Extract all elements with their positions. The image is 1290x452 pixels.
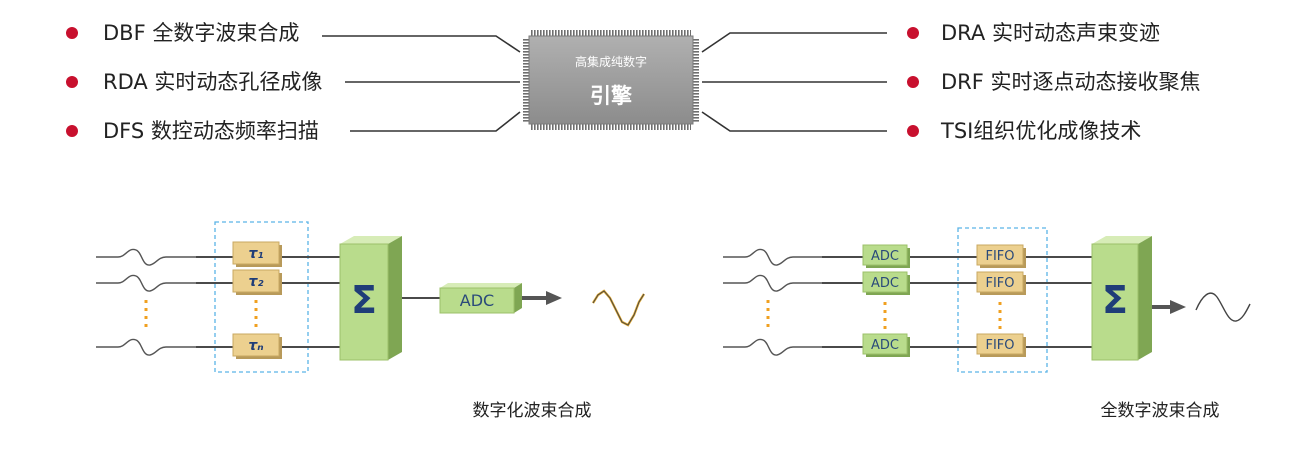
sampled-wave-icon xyxy=(591,289,646,327)
adc-label: ADC xyxy=(871,249,899,264)
delay-label: τ₁ xyxy=(248,246,263,262)
channel-fifo-n: FIFO xyxy=(976,333,1026,357)
delay-box-1: τ₁ xyxy=(232,241,282,267)
delay-box-2: τ₂ xyxy=(232,269,282,295)
right-feature-1: DRA 实时动态声束变迹 xyxy=(907,21,1160,45)
right-feature-3: TSI组织优化成像技术 xyxy=(907,119,1141,143)
left-input-waves xyxy=(96,248,196,356)
channel-fifo-1: FIFO xyxy=(976,244,1026,268)
fifo-label: FIFO xyxy=(985,249,1014,264)
left-diagram: τ₁ τ₂ τₙ Σ ADC xyxy=(96,221,646,421)
right-input-waves xyxy=(723,248,822,356)
chip-pins-top xyxy=(531,30,691,36)
fifo-label: FIFO xyxy=(985,276,1014,291)
channel-adc-1: ADC xyxy=(862,244,910,268)
adc-label: ADC xyxy=(871,338,899,353)
channel-fifo-2: FIFO xyxy=(976,271,1026,295)
delay-label: τₙ xyxy=(248,338,263,354)
wave-icon xyxy=(723,248,822,266)
right-diagram: ADC ADC ADC FIFO FIFO FIFO xyxy=(723,227,1251,421)
bullet-icon xyxy=(66,27,78,39)
left-feature-label: DFS 数控动态频率扫描 xyxy=(103,119,319,143)
right-feature-label: DRA 实时动态声束变迹 xyxy=(941,21,1160,45)
wave-icon xyxy=(723,338,822,356)
channel-adc-n: ADC xyxy=(862,333,910,357)
chip-pins-bottom xyxy=(531,124,691,130)
left-adc-box: ADC xyxy=(439,283,522,314)
connector-line xyxy=(701,32,887,53)
left-feature-list: DBF 全数字波束合成 RDA 实时动态孔径成像 DFS 数控动态频率扫描 xyxy=(66,21,322,143)
right-feature-label: DRF 实时逐点动态接收聚焦 xyxy=(941,70,1201,94)
adc-label: ADC xyxy=(460,291,494,310)
delay-group-box xyxy=(214,221,309,373)
connector-line xyxy=(322,35,521,53)
fifo-group-box xyxy=(957,227,1048,373)
delay-box-n: τₙ xyxy=(232,333,282,359)
wave-icon xyxy=(96,274,196,292)
left-feature-3: DFS 数控动态频率扫描 xyxy=(66,119,319,143)
right-connectors xyxy=(701,32,887,132)
bullet-icon xyxy=(907,125,919,137)
chip-subtitle: 高集成纯数字 xyxy=(575,54,647,69)
connector-line xyxy=(350,111,521,132)
arrow-right-icon xyxy=(1152,300,1186,314)
fifo-label: FIFO xyxy=(985,338,1014,353)
connector-line xyxy=(701,111,887,132)
left-diagram-caption: 数字化波束合成 xyxy=(473,401,592,421)
bullet-icon xyxy=(907,76,919,88)
bullet-icon xyxy=(907,27,919,39)
wave-icon xyxy=(96,248,196,266)
left-feature-label: DBF 全数字波束合成 xyxy=(103,21,299,45)
left-connectors xyxy=(322,35,521,132)
wave-icon xyxy=(96,338,196,356)
chip-body xyxy=(528,35,694,125)
arrow-right-icon xyxy=(522,291,562,305)
chip-pins-right xyxy=(693,38,699,122)
chip-title: 引擎 xyxy=(590,84,632,108)
wave-icon xyxy=(723,274,822,292)
left-feature-1: DBF 全数字波束合成 xyxy=(66,21,299,45)
right-sum-block: Σ xyxy=(1091,236,1152,361)
bullet-icon xyxy=(66,125,78,137)
left-feature-label: RDA 实时动态孔径成像 xyxy=(103,70,322,94)
right-feature-list: DRA 实时动态声束变迹 DRF 实时逐点动态接收聚焦 TSI组织优化成像技术 xyxy=(907,21,1201,143)
left-sum-block: Σ xyxy=(339,236,402,361)
right-diagram-caption: 全数字波束合成 xyxy=(1101,401,1220,421)
adc-label: ADC xyxy=(871,276,899,291)
sum-symbol: Σ xyxy=(1102,278,1128,322)
right-feature-label: TSI组织优化成像技术 xyxy=(940,119,1141,143)
bullet-icon xyxy=(66,76,78,88)
sum-symbol: Σ xyxy=(351,278,377,322)
chip-pins-left xyxy=(523,38,529,122)
sine-wave-icon xyxy=(1195,292,1251,322)
right-feature-2: DRF 实时逐点动态接收聚焦 xyxy=(907,70,1201,94)
delay-label: τ₂ xyxy=(248,274,264,290)
engine-chip: 高集成纯数字 引擎 xyxy=(523,30,699,130)
left-feature-2: RDA 实时动态孔径成像 xyxy=(66,70,322,94)
channel-adc-2: ADC xyxy=(862,271,910,295)
